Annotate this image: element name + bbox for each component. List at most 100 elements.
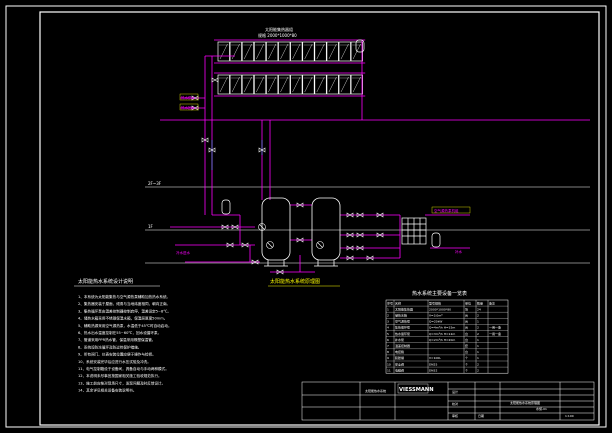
heat-pump-unit[interactable] (401, 217, 427, 245)
company-logo-text: VIESSMANN (399, 387, 434, 393)
table-cell: Q=3m³/h H=12m (429, 332, 455, 336)
table-header-cell: 备注 (489, 300, 495, 305)
small-vessel-top (355, 39, 365, 53)
table-cell: 4 (387, 326, 389, 330)
solar-collector-array[interactable] (214, 39, 366, 97)
table-cell: 台 (465, 331, 468, 336)
valve-icon (201, 137, 209, 143)
title-block (301, 381, 595, 421)
table-cell: 9 (387, 356, 389, 360)
note-line: 4、储热水箱采用不锈钢保温水箱，保温层厚度50mm。 (78, 316, 167, 321)
collector-panel (314, 41, 327, 62)
valve-icon (208, 147, 216, 153)
note-line: 9、所有阀门、仪表安装位置应便于操作与检修。 (78, 352, 156, 357)
collector-panel (278, 41, 291, 62)
title-approver: 审核 (452, 413, 458, 418)
table-cell: V=100L (429, 356, 441, 360)
note-line: 12、本说明未尽事宜按国家相关施工验收规范执行。 (78, 373, 162, 378)
note-line: 1、本系统为太阳能集热与空气源热泵辅助加热热水系统。 (78, 294, 170, 299)
pump-icon (258, 223, 266, 231)
table-cell: 1 (477, 356, 479, 360)
collector-panel (290, 74, 303, 95)
table-cell: 8 (387, 350, 389, 354)
table-cell: 个 (465, 362, 468, 366)
title-date: 日期 (478, 413, 484, 418)
table-cell: 台 (465, 319, 468, 324)
valve-icon (346, 232, 354, 238)
table-cell: 一用一备 (489, 331, 501, 336)
collector-panel (266, 74, 279, 95)
table-cell: 1 (477, 350, 479, 354)
valve-icon (221, 224, 229, 230)
table-header-cell: 型号规格 (429, 300, 441, 305)
table-cell: 台 (465, 313, 468, 318)
collector-panel (338, 41, 351, 62)
expansion-vessel-right (431, 232, 441, 248)
note-line: 14、其余详见相关设备安装说明书。 (78, 388, 136, 393)
note-line: 11、电气控制箱设于设备间，具备自动与手动两种模式。 (78, 366, 169, 371)
note-line: 2、集热器安装于屋面，倾角与当地纬度相同，朝向正南。 (78, 301, 170, 306)
valve-icon (296, 237, 304, 243)
table-cell: DN32 (429, 368, 437, 372)
table-cell: V=3.0m³ (429, 314, 443, 318)
valve-icon (346, 245, 354, 251)
valve-group[interactable] (191, 77, 384, 275)
table-header-cell: 序号 (387, 300, 393, 305)
pipe-tag-1: 热水供水 (181, 95, 195, 100)
table-cell: 2 (477, 362, 479, 366)
table-cell: 11 (387, 368, 391, 372)
notes-list: 1、本系统为太阳能集热与空气源热泵辅助加热热水系统。 2、集热器安装于屋面，倾角与… (78, 294, 172, 393)
title-drawing-name: 太阳能热水系统原理图 (510, 400, 540, 405)
table-cell: 储热水箱 (395, 313, 407, 318)
collector-panel (302, 74, 315, 95)
table-cell: 3 (387, 320, 389, 324)
valve-icon (258, 147, 266, 153)
valve-icon (241, 242, 249, 248)
collector-panel (229, 41, 242, 62)
table-cell: 个 (465, 356, 468, 360)
collector-panel (266, 41, 279, 62)
valve-icon (346, 255, 354, 261)
table-cell: 1 (387, 307, 389, 311)
notes-title: 太阳能热水系统设计说明 (78, 278, 133, 285)
table-cell: 太阳能集热器 (395, 306, 413, 311)
collector-panel (241, 74, 255, 95)
collector-panel (229, 74, 242, 95)
storage-tank-1[interactable] (261, 197, 291, 267)
equipment-table-title: 热水系统主要设备一览表 (412, 290, 467, 297)
storage-tank-2[interactable] (311, 197, 341, 267)
valve-icon (231, 224, 239, 230)
title-drawing-no: 水施-01 (536, 406, 547, 411)
diagram-title: 太阳能热水系统原理图 (270, 278, 320, 285)
table-cell: 2 (477, 326, 479, 330)
level-label-1f: 1F (148, 224, 154, 229)
table-cell: 2 (477, 332, 479, 336)
collector-panel (338, 74, 351, 95)
table-cell: 1 (477, 344, 479, 348)
table-cell: 电磁阀 (395, 367, 404, 372)
table-cell: 6 (387, 338, 389, 342)
leader-lines (211, 140, 263, 170)
table-cell: 个 (465, 368, 468, 372)
table-cell: 2000*1000*80 (429, 307, 451, 311)
table-cell: 套 (465, 343, 468, 348)
table-cell: 1 (477, 320, 479, 324)
pump-icon (316, 241, 324, 249)
table-header-cell: 名称 (395, 300, 401, 305)
table-cell: 集热循环泵 (395, 325, 410, 330)
title-project: 太阳能热水系统 (365, 388, 386, 393)
table-cell: 2 (477, 368, 479, 372)
pipe-tag-group: 热水供水 热水回水 冷水进水 补水 (176, 93, 463, 255)
collector-panel (253, 41, 267, 62)
note-line: 7、管道采用PPR热水管，保温采用橡塑保温管。 (78, 337, 155, 342)
valve-icon (296, 202, 304, 208)
valve-icon (356, 212, 364, 218)
valve-icon (356, 245, 364, 251)
table-cell: 一用一备 (489, 325, 501, 330)
valve-icon (366, 255, 374, 261)
table-cell: 台 (465, 325, 468, 330)
pipe-tag-3: 冷水进水 (176, 250, 190, 255)
valve-icon (346, 212, 354, 218)
